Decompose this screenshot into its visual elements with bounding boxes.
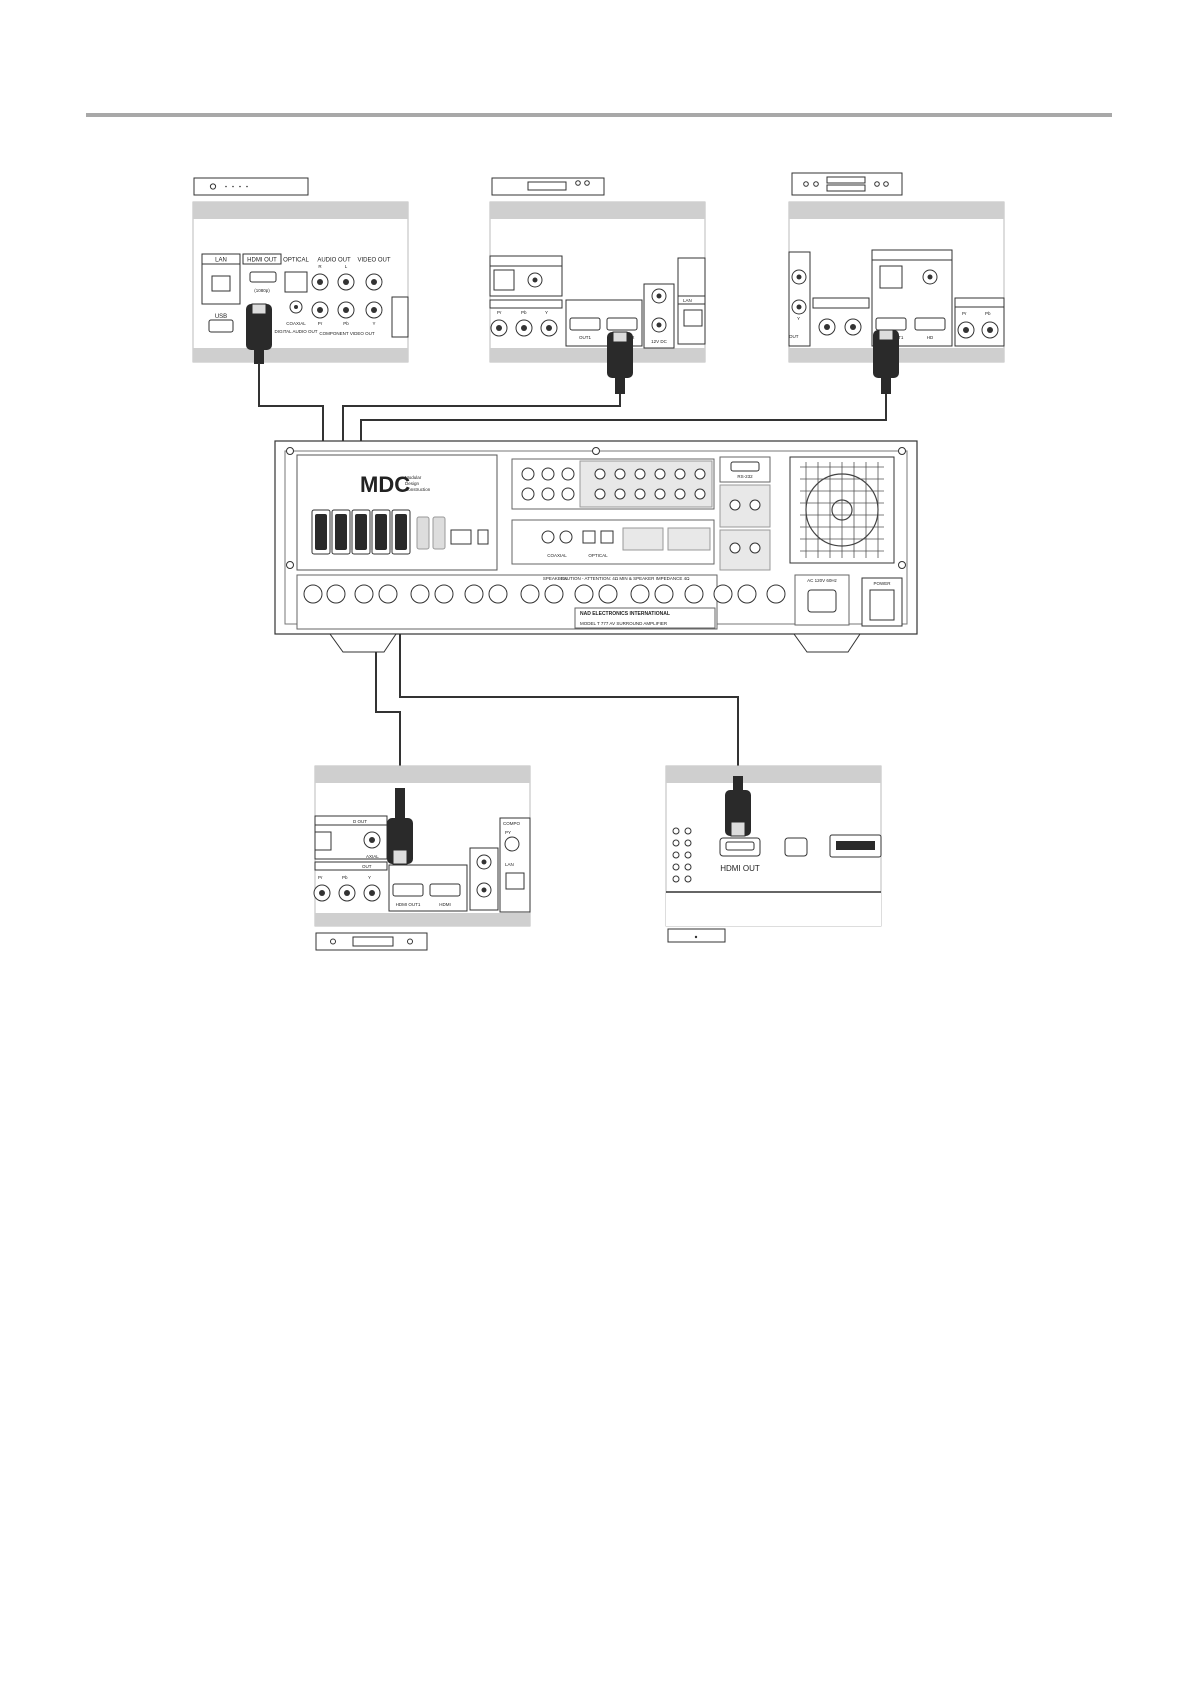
bl-hdmi-label: HDMI — [439, 902, 451, 907]
bl-lan-label: LAN — [505, 862, 514, 867]
hdmi-plug — [607, 332, 633, 378]
bl-pb-label: Pb — [342, 875, 348, 880]
bl-pr-label: Pr — [318, 875, 323, 880]
receiver-model-label: MODEL T 777 AV SURROUND AMPLIFIER — [580, 621, 668, 626]
receiver-coaxial-label: COAXIAL — [547, 553, 567, 558]
bluray-lan-port — [211, 275, 231, 292]
panel-player-2: Pr Pb Y OUT1 HDMI OUT2 12V DC LAN — [489, 201, 706, 394]
receiver-logo-sub2: Design — [405, 481, 420, 486]
bluray-digital-audio-out-label: DIGITAL AUDIO OUT — [274, 329, 317, 334]
player2-12v-label: 12V DC — [651, 339, 668, 344]
bluray-video-out-label: VIDEO OUT — [357, 258, 390, 264]
panel-bluray-player: LAN USB HDMI OUT (1080p) OPTICAL COAXIAL… — [192, 201, 409, 364]
receiver-ac-label: AC 120V 60Hz — [807, 578, 838, 583]
bl-pry-label: PY — [505, 830, 511, 835]
player3-pr-label: Pr — [962, 311, 967, 316]
device-icon-2 — [491, 177, 605, 196]
player2-pb-label: Pb — [521, 310, 527, 315]
receiver-speakers-label: SPEAKERS — [543, 576, 567, 581]
bluray-optical-label: OPTICAL — [283, 258, 309, 264]
bluray-1080p-label: (1080p) — [254, 288, 270, 293]
bl-y-label: Y — [368, 875, 371, 880]
br-hdmi-out-label: HDMI OUT — [720, 864, 760, 873]
bluray-hdmi-out-label: HDMI OUT — [247, 258, 277, 264]
device-icon-4 — [315, 932, 428, 951]
device-icon-1 — [193, 177, 309, 196]
receiver-logo: MDC — [360, 472, 410, 497]
receiver-caution-label: CAUTION - ATTENTION: 4Ω MIN & SPEAKER IM… — [561, 576, 691, 581]
hdmi-plug — [873, 330, 899, 378]
receiver-optical-label: OPTICAL — [588, 553, 608, 558]
bluray-l-label: L — [345, 264, 348, 269]
bl-out-label: OUT — [362, 864, 372, 869]
bl-axial-label: AXIAL — [366, 854, 379, 859]
bluray-y-label: Y — [372, 321, 375, 326]
player3-pb-label: Pb — [985, 311, 991, 316]
player3-out-label: OUT — [789, 334, 799, 339]
header-rule — [86, 113, 1112, 117]
receiver-logo-sub3: Construction — [405, 487, 431, 492]
panel-player-5: HDMI OUT — [665, 765, 882, 927]
bluray-lan-label: LAN — [215, 258, 227, 264]
device-icon-5 — [667, 928, 726, 943]
player3-y-label: Y — [797, 316, 800, 321]
receiver-rear-panel: MDC Modular Design Construction — [274, 440, 918, 653]
receiver-logo-sub1: Modular — [405, 475, 422, 480]
receiver-brand-label: NAD ELECTRONICS INTERNATIONAL — [580, 611, 670, 617]
bluray-pb-label: Pb — [343, 321, 349, 326]
device-icon-3 — [791, 172, 903, 196]
player2-lan-label: LAN — [683, 298, 692, 303]
bluray-audio-out-label: AUDIO OUT — [317, 258, 351, 264]
speaker-terminals — [303, 584, 786, 604]
player2-pr-label: Pr — [497, 310, 502, 315]
player3-hd-label: HD — [927, 335, 934, 340]
bluray-component-video-out-label: COMPONENT VIDEO OUT — [319, 331, 374, 336]
receiver-power-label: POWER — [873, 581, 891, 586]
bluray-coaxial-label: COAXIAL — [286, 321, 306, 326]
bl-compo-label: COMPO — [503, 821, 521, 826]
panel-player-3: Y OUT HDMI OUT1 HD Pr Pb — [788, 201, 1005, 394]
bluray-r-label: R — [318, 264, 322, 269]
hdmi-plug — [246, 304, 272, 350]
bluray-usb-label: USB — [215, 314, 227, 320]
player2-y-label: Y — [545, 310, 548, 315]
bluray-pr-label: Pr — [318, 321, 323, 326]
bl-cd-out-label: D OUT — [353, 819, 367, 824]
bl-hdmi-out1-label: HDMI OUT1 — [396, 902, 421, 907]
panel-player-4: D OUT AXIAL OUT Pr Pb Y HDMI OUT1 HDMI C… — [313, 765, 531, 927]
player2-out1-label: OUT1 — [579, 335, 591, 340]
receiver-rs232-label: RS-232 — [737, 474, 753, 479]
